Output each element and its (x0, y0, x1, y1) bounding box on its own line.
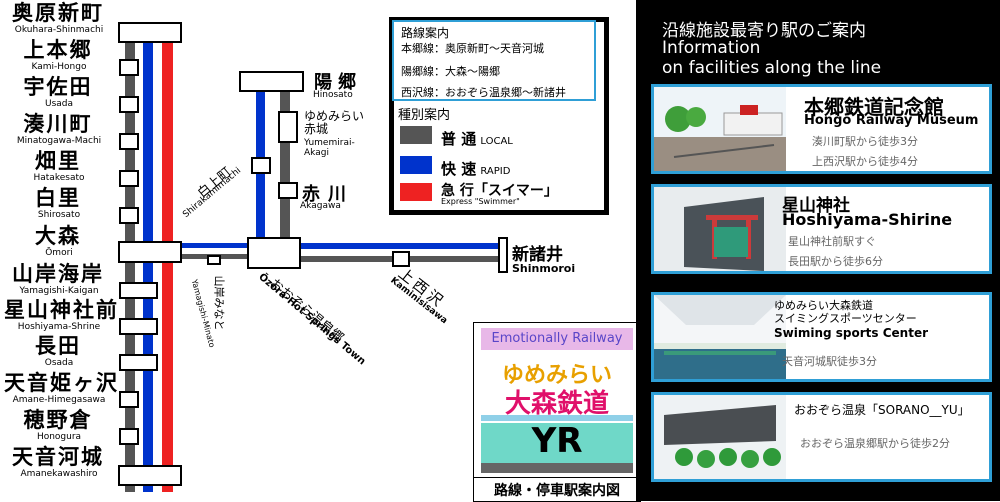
station-6-en: Ōmori (45, 248, 73, 258)
station-10-en: Amane-Himegasawa (12, 395, 106, 405)
station-3-en: Minatogawa-Machi (16, 136, 102, 146)
legend-express-en: Express "Swimmer" (441, 197, 520, 206)
station-1-name: 上本郷 (23, 38, 93, 62)
station-5-en: Shirosato (37, 210, 81, 220)
station-9-en: Osada (44, 358, 74, 368)
station-10-name: 天音姫ヶ沢 (4, 371, 119, 395)
station-shinmoroi: 新諸井 (512, 245, 563, 265)
station-5-name: 白里 (35, 186, 81, 210)
station-4-en: Hatakesato (33, 173, 85, 183)
legend-local-label: 普 通 LOCAL (441, 130, 513, 148)
route-nishizawa: 西沢線：おおぞら温泉郷～新諸井 (401, 86, 566, 99)
station-6-name: 大森 (35, 224, 81, 248)
route-hinosato: 陽郷線：大森～陽郷 (401, 65, 500, 78)
station-akagawa-en: Akagawa (300, 201, 341, 211)
railway-logo-card: Emotionally Railway ゆめみらい 大森鉄道 YR 路線・停車駅… (473, 322, 641, 502)
logo-top-band (481, 328, 633, 350)
museum-title-ja: 本郷鉄道記念館 (804, 95, 944, 119)
nishizawa-rapid-track (298, 243, 503, 249)
info-title-en2: on facilities along the line (662, 58, 882, 78)
facility-card-shrine: 星山神社 Hoshiyama-Shirine 星山神社前駅すぐ 長田駅から徒歩6… (651, 184, 992, 274)
shrine-access-2: 長田駅から徒歩6分 (788, 255, 883, 268)
logo-caption: 路線・停車駅案内図 (494, 483, 620, 499)
logo-mark-band (481, 423, 633, 463)
legend-swatch-local (400, 126, 432, 144)
onsen-title: おおぞら温泉「SORANO__YU」 (794, 403, 970, 417)
station-8-name: 星山神社前 (4, 298, 119, 322)
station-2-en: Usada (44, 99, 74, 109)
station-9-name: 長田 (35, 334, 81, 358)
museum-image (654, 87, 786, 171)
onsen-image (654, 395, 786, 479)
onsen-access-1: おおぞら温泉郷駅から徒歩2分 (800, 437, 950, 450)
station-hinosato-en: Hinosato (313, 90, 353, 100)
legend-rapid-label: 快 速 RAPID (441, 160, 511, 178)
station-3-name: 湊川町 (23, 112, 93, 136)
station-shinmoroi-en: Shinmoroi (512, 262, 576, 275)
shrine-title-en: Hoshiyama-Shirine (782, 210, 953, 229)
station-2-name: 宇佐田 (23, 75, 93, 99)
station-1-en: Kami-Hongo (31, 62, 87, 72)
route-guide-title: 路線案内 (401, 26, 450, 40)
legend-swatch-rapid (400, 156, 432, 174)
legend-express-label: 急 行「スイマー」 (441, 183, 558, 199)
facility-card-swimming: ゆめみらい大森鉄道 スイミングスポーツセンター Swiming sports C… (651, 292, 992, 382)
swimming-image (654, 295, 786, 379)
station-minato: 山岸みなと (212, 275, 226, 331)
facility-card-onsen: おおぞら温泉「SORANO__YU」 おおぞら温泉郷駅から徒歩2分 (651, 392, 992, 482)
logo-line1: ゆめみらい (501, 363, 612, 388)
shrine-title-ja: 星山神社 (782, 196, 850, 216)
station-11-en: Honogura (36, 432, 82, 442)
museum-access-1: 湊川町駅から徒歩3分 (812, 135, 918, 148)
logo-mark: YR (531, 421, 583, 461)
station-akagawa: 赤川 (302, 184, 354, 205)
hinosato-local-track (280, 82, 290, 242)
legend-swatch-express (400, 183, 432, 201)
station-11-name: 穂野倉 (23, 408, 93, 432)
shrine-access-1: 星山神社前駅すぐ (788, 235, 876, 248)
logo-tagline: Emotionally Railway (491, 331, 623, 346)
station-7-name: 山岸海岸 (12, 262, 104, 286)
station-0-name: 奥原新町 (12, 1, 104, 25)
logo-line2: 大森鉄道 (504, 389, 609, 419)
route-hongo: 本郷線：奥原新町～天音河城 (401, 42, 544, 55)
station-4-name: 畑里 (35, 149, 81, 173)
station-0-en: Okuhara-Shinmachi (14, 25, 104, 35)
swimming-access-1: 天音河城駅徒歩3分 (782, 355, 877, 368)
museum-title-en: Hongō Railway Museum (804, 113, 979, 128)
station-8-en: Hoshiyama-Shrine (17, 322, 101, 332)
legend-type-title: 種別案内 (398, 108, 451, 123)
info-title-ja: 沿線施設最寄り駅のご案内 (662, 21, 866, 41)
swimming-title-ja: ゆめみらい大森鉄道 スイミングスポーツセンター (774, 299, 917, 325)
info-title-en1: Information (662, 38, 761, 58)
facility-info-panel: 沿線施設最寄り駅のご案内 Information on facilities a… (642, 0, 1000, 501)
facility-card-museum: 本郷鉄道記念館 Hongō Railway Museum 湊川町駅から徒歩3分 … (651, 84, 992, 174)
museum-access-2: 上西沢駅から徒歩4分 (812, 155, 918, 168)
station-yumemirai: ゆめみらい 赤城 (304, 109, 365, 136)
shrine-image (654, 187, 786, 271)
station-hinosato: 陽郷 (314, 72, 362, 93)
station-7-en: Yamagishi-Kaigan (19, 286, 99, 296)
route-guide: 路線案内 本郷線：奥原新町～天音河城 陽郷線：大森～陽郷 西沢線：おおぞら温泉郷… (392, 20, 596, 101)
swimming-title-en: Swiming sports Center (774, 326, 929, 340)
station-12-en: Amanekawashiro (20, 469, 98, 479)
station-yumemirai-en: Yumemirai- Akagi (304, 138, 355, 158)
track-diagram (118, 22, 508, 492)
station-12-name: 天音河城 (12, 445, 104, 469)
